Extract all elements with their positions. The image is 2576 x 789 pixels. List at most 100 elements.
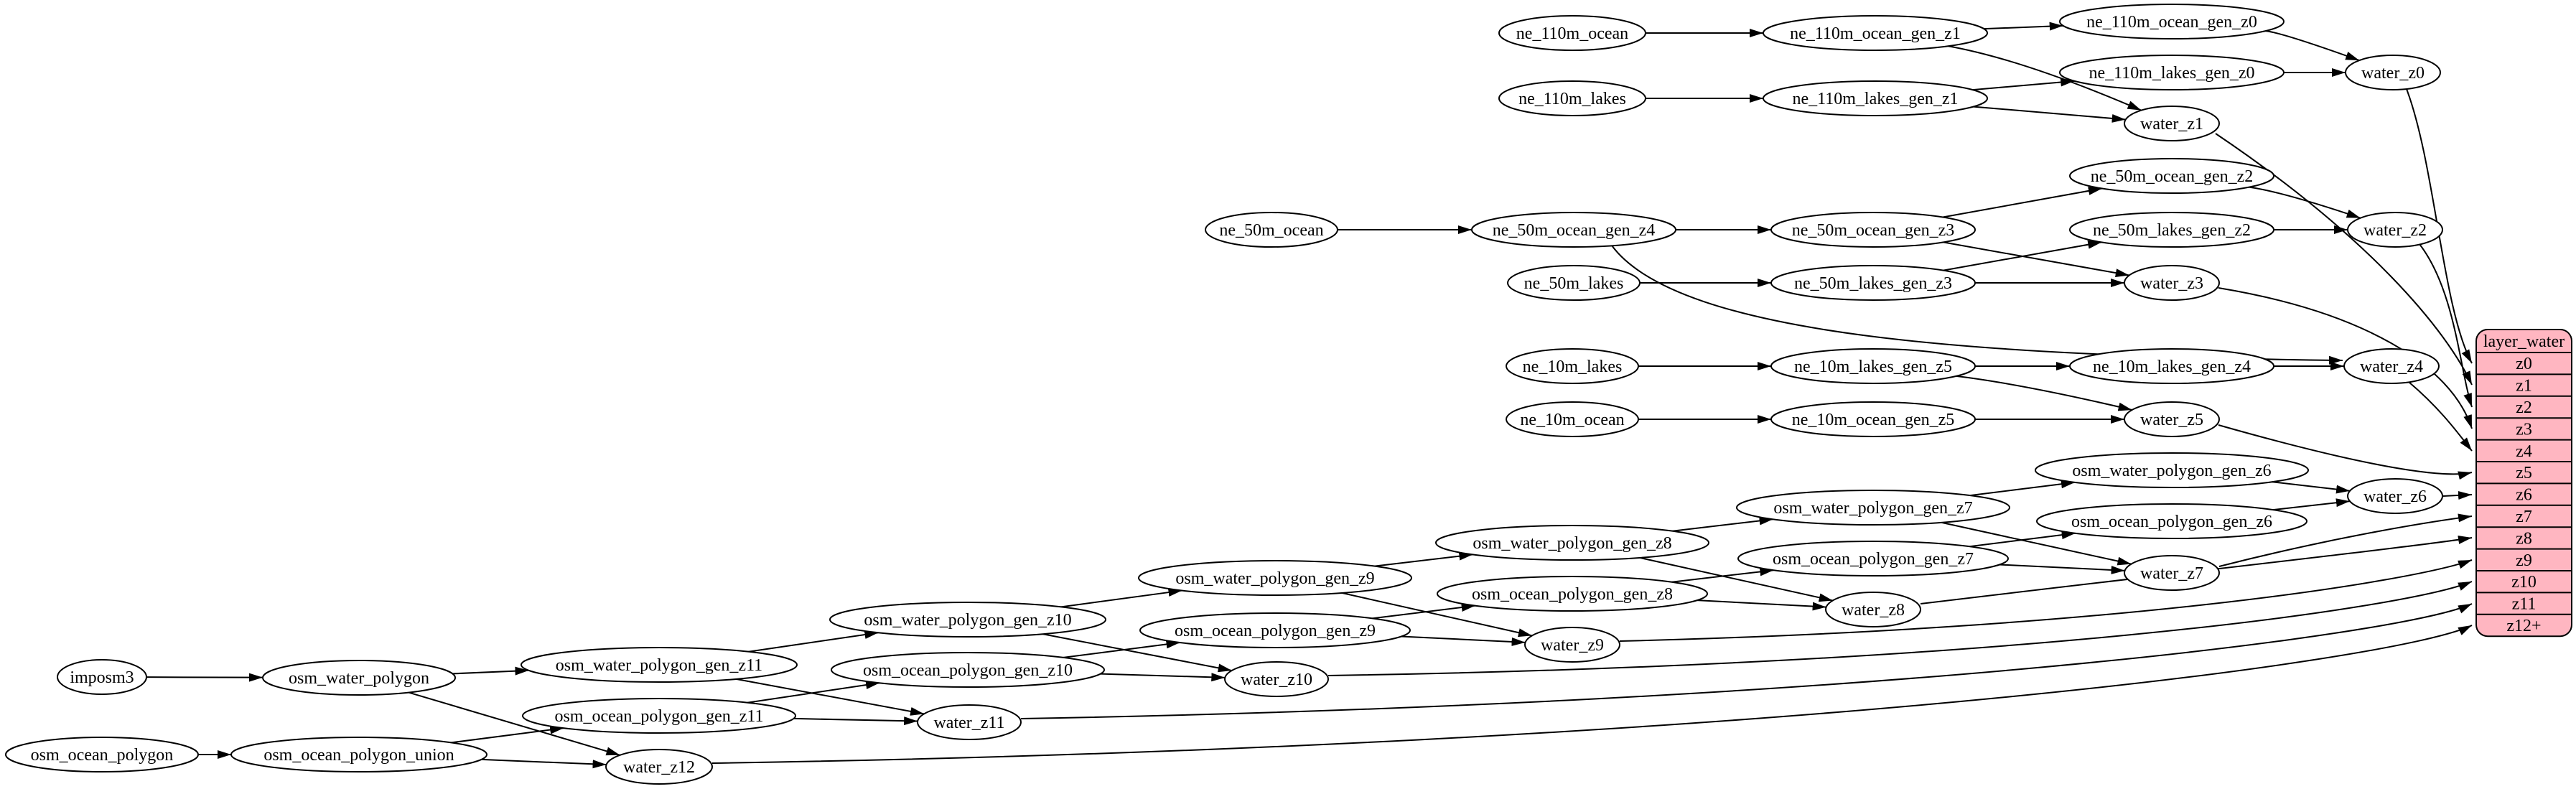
node-water_z9: water_z9 bbox=[1524, 627, 1620, 663]
node-ellipse-water_z6 bbox=[2347, 478, 2443, 514]
edge-osm_ocean_polygon_gen_z7-osm_ocean_polygon_gen_z6 bbox=[1969, 531, 2076, 548]
node-label-imposm3: imposm3 bbox=[70, 668, 134, 687]
record-row-z3: z3 bbox=[2516, 420, 2532, 439]
edge-osm_ocean_polygon_gen_z11-osm_ocean_polygon_gen_z10 bbox=[747, 681, 880, 704]
edge-osm_ocean_polygon_gen_z11-water_z11 bbox=[793, 716, 918, 726]
node-ellipse-water_z0 bbox=[2345, 55, 2441, 90]
node-ellipse-ne_50m_lakes bbox=[1507, 265, 1641, 301]
node-label-osm_water_polygon_gen_z6: osm_water_polygon_gen_z6 bbox=[2072, 462, 2271, 480]
node-ellipse-water_z12 bbox=[605, 749, 713, 785]
node-osm_water_polygon_gen_z6: osm_water_polygon_gen_z6 bbox=[2035, 452, 2309, 488]
node-ellipse-osm_ocean_polygon_gen_z8 bbox=[1437, 576, 1708, 612]
node-ellipse-ne_10m_ocean_gen_z5 bbox=[1770, 401, 1976, 437]
node-ellipse-water_z10 bbox=[1224, 661, 1329, 697]
node-osm_water_polygon_gen_z10: osm_water_polygon_gen_z10 bbox=[829, 602, 1106, 638]
node-label-water_z8: water_z8 bbox=[1842, 601, 1905, 620]
node-ellipse-water_z9 bbox=[1524, 627, 1620, 663]
record-row-z9: z9 bbox=[2516, 551, 2532, 570]
node-ellipse-water_z4 bbox=[2343, 348, 2440, 384]
node-label-osm_ocean_polygon_gen_z6: osm_ocean_polygon_gen_z6 bbox=[2071, 513, 2272, 531]
edge-osm_water_polygon_gen_z9-osm_water_polygon_gen_z8 bbox=[1374, 551, 1473, 567]
record-row-z1: z1 bbox=[2516, 377, 2532, 396]
edge-osm_water_polygon_gen_z9-water_z9 bbox=[1341, 592, 1533, 638]
node-water_z5: water_z5 bbox=[2124, 401, 2220, 437]
node-ne_10m_ocean_gen_z5: ne_10m_ocean_gen_z5 bbox=[1770, 401, 1976, 437]
node-osm_water_polygon_gen_z7: osm_water_polygon_gen_z7 bbox=[1736, 490, 2010, 526]
node-ellipse-osm_water_polygon_gen_z10 bbox=[829, 602, 1106, 638]
node-label-water_z0: water_z0 bbox=[2361, 64, 2425, 83]
edge-osm_ocean_polygon_union-osm_ocean_polygon_gen_z11 bbox=[451, 725, 564, 744]
node-ellipse-osm_ocean_polygon_gen_z6 bbox=[2036, 503, 2307, 539]
node-label-water_z7: water_z7 bbox=[2140, 564, 2203, 583]
node-ellipse-ne_50m_ocean_gen_z2 bbox=[2069, 158, 2274, 194]
node-ellipse-osm_water_polygon_gen_z7 bbox=[1736, 490, 2010, 526]
node-ellipse-ne_50m_ocean_gen_z4 bbox=[1471, 212, 1676, 248]
edge-ne_110m_ocean_gen_z1-water_z1 bbox=[1948, 45, 2142, 111]
node-label-ne_50m_ocean: ne_50m_ocean bbox=[1219, 221, 1323, 240]
edge-water_z7-z7 bbox=[2218, 513, 2473, 567]
edge-osm_water_polygon-osm_water_polygon_gen_z11 bbox=[452, 666, 529, 676]
node-label-osm_water_polygon_gen_z9: osm_water_polygon_gen_z9 bbox=[1175, 569, 1374, 588]
node-imposm3: imposm3 bbox=[57, 659, 147, 695]
edge-osm_water_polygon_gen_z6-water_z6 bbox=[2272, 481, 2351, 494]
node-label-osm_ocean_polygon_union: osm_ocean_polygon_union bbox=[263, 746, 454, 765]
edge-ne_50m_lakes_gen_z3-ne_50m_lakes_gen_z2 bbox=[1943, 240, 2102, 271]
record-row-z2: z2 bbox=[2516, 398, 2532, 417]
node-water_z6: water_z6 bbox=[2347, 478, 2443, 514]
node-label-ne_110m_ocean_gen_z0: ne_110m_ocean_gen_z0 bbox=[2086, 13, 2257, 32]
node-label-ne_50m_ocean_gen_z3: ne_50m_ocean_gen_z3 bbox=[1792, 221, 1955, 240]
edge-osm_water_polygon_gen_z8-osm_water_polygon_gen_z7 bbox=[1672, 516, 1773, 532]
node-osm_ocean_polygon_gen_z8: osm_ocean_polygon_gen_z8 bbox=[1437, 576, 1708, 612]
node-ellipse-ne_110m_lakes_gen_z1 bbox=[1763, 80, 1988, 116]
node-ne_110m_ocean_gen_z1: ne_110m_ocean_gen_z1 bbox=[1763, 15, 1988, 51]
node-ellipse-ne_110m_lakes bbox=[1498, 80, 1646, 116]
node-ellipse-ne_10m_ocean bbox=[1506, 401, 1639, 437]
node-water_z0: water_z0 bbox=[2345, 55, 2441, 90]
record-row-z0: z0 bbox=[2516, 355, 2532, 373]
node-osm_water_polygon_gen_z11: osm_water_polygon_gen_z11 bbox=[521, 647, 798, 683]
node-ne_10m_lakes: ne_10m_lakes bbox=[1506, 348, 1639, 384]
record-row-z7: z7 bbox=[2516, 508, 2532, 526]
edge-osm_water_polygon_gen_z8-water_z8 bbox=[1639, 556, 1833, 602]
node-ne_10m_ocean: ne_10m_ocean bbox=[1506, 401, 1639, 437]
node-label-osm_water_polygon: osm_water_polygon bbox=[289, 669, 429, 688]
node-ne_50m_lakes: ne_50m_lakes bbox=[1507, 265, 1641, 301]
edge-ne_110m_lakes_gen_z1-ne_110m_lakes_gen_z0 bbox=[1972, 78, 2075, 91]
node-label-ne_110m_lakes_gen_z1: ne_110m_lakes_gen_z1 bbox=[1792, 90, 1958, 108]
node-label-osm_water_polygon_gen_z10: osm_water_polygon_gen_z10 bbox=[864, 611, 1071, 630]
node-label-water_z5: water_z5 bbox=[2140, 411, 2203, 429]
node-label-water_z3: water_z3 bbox=[2140, 274, 2203, 293]
edge-osm_ocean_polygon_gen_z10-osm_ocean_polygon_gen_z9 bbox=[1063, 640, 1180, 658]
node-label-osm_ocean_polygon_gen_z7: osm_ocean_polygon_gen_z7 bbox=[1773, 550, 1974, 569]
node-ellipse-imposm3 bbox=[57, 659, 147, 695]
edge-osm_water_polygon-water_z12 bbox=[408, 691, 620, 756]
node-osm_ocean_polygon_union: osm_ocean_polygon_union bbox=[230, 737, 487, 772]
node-osm_ocean_polygon_gen_z9: osm_ocean_polygon_gen_z9 bbox=[1139, 612, 1411, 648]
node-osm_ocean_polygon_gen_z11: osm_ocean_polygon_gen_z11 bbox=[522, 698, 796, 734]
node-ne_50m_ocean_gen_z4: ne_50m_ocean_gen_z4 bbox=[1471, 212, 1676, 248]
node-ellipse-ne_110m_ocean bbox=[1498, 15, 1646, 51]
node-ellipse-ne_110m_lakes_gen_z0 bbox=[2059, 55, 2285, 90]
edge-osm_water_polygon_gen_z7-water_z7 bbox=[1941, 521, 2132, 566]
node-ellipse-ne_50m_ocean bbox=[1205, 212, 1338, 248]
record-row-z11: z11 bbox=[2512, 595, 2537, 614]
node-ellipse-osm_water_polygon_gen_z8 bbox=[1435, 525, 1709, 561]
node-ellipse-osm_water_polygon bbox=[262, 660, 456, 696]
node-ne_50m_ocean_gen_z3: ne_50m_ocean_gen_z3 bbox=[1770, 212, 1976, 248]
node-label-osm_water_polygon_gen_z11: osm_water_polygon_gen_z11 bbox=[556, 656, 762, 675]
node-label-ne_50m_ocean_gen_z4: ne_50m_ocean_gen_z4 bbox=[1493, 221, 1656, 240]
record-row-z4: z4 bbox=[2516, 442, 2532, 461]
node-label-ne_10m_lakes: ne_10m_lakes bbox=[1523, 358, 1623, 376]
node-ellipse-osm_ocean_polygon_union bbox=[230, 737, 487, 772]
node-label-water_z10: water_z10 bbox=[1241, 671, 1312, 689]
node-ellipse-ne_10m_lakes_gen_z5 bbox=[1770, 348, 1976, 384]
node-ellipse-osm_ocean_polygon_gen_z11 bbox=[522, 698, 796, 734]
node-label-ne_50m_lakes: ne_50m_lakes bbox=[1524, 274, 1624, 293]
node-ne_50m_lakes_gen_z3: ne_50m_lakes_gen_z3 bbox=[1770, 265, 1976, 301]
edge-osm_ocean_polygon_gen_z10-water_z10 bbox=[1100, 673, 1226, 682]
edge-ne_50m_ocean_gen_z2-water_z2 bbox=[2249, 186, 2361, 219]
node-osm_water_polygon_gen_z9: osm_water_polygon_gen_z9 bbox=[1138, 560, 1412, 596]
node-ellipse-ne_50m_lakes_gen_z3 bbox=[1770, 265, 1976, 301]
